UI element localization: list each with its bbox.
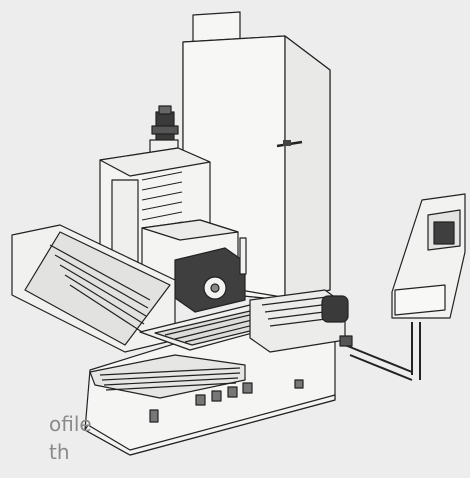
left-bellows-cover (11, 224, 176, 353)
caption-line-2: th (49, 440, 70, 464)
caption-line-1: ofile (49, 412, 92, 436)
rotary-indexer (174, 237, 247, 313)
right-bellows-cover (249, 289, 349, 353)
front-bellows-cover (89, 354, 246, 399)
control-pendant (339, 193, 466, 381)
